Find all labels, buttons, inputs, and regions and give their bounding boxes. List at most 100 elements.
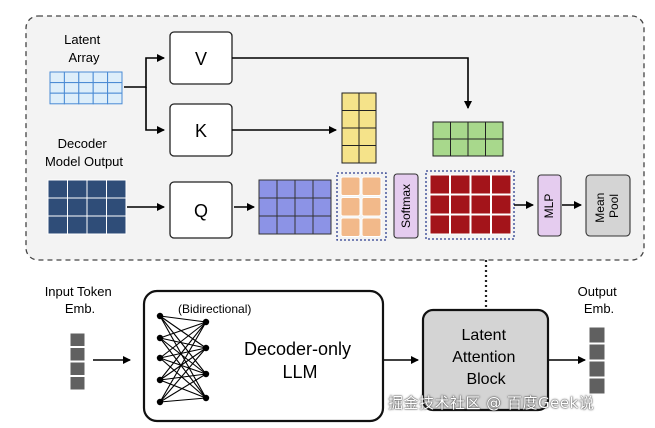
decoder-output-cell — [67, 215, 88, 235]
decoder-output-grid — [47, 179, 127, 235]
key-matrix-cell — [341, 110, 360, 129]
network-node — [202, 394, 210, 402]
attention-score-cell — [361, 217, 382, 237]
value-output-cell — [450, 121, 469, 140]
v-label: V — [195, 49, 207, 69]
decoder-output-label: Decoder Model Output — [45, 136, 123, 169]
latent-branch-line-k — [145, 87, 165, 134]
value-output-grid — [432, 121, 504, 157]
latent-array-cell — [49, 82, 65, 94]
latent-attention-block — [421, 308, 550, 412]
key-matrix-cell — [341, 92, 360, 111]
q-label: Q — [194, 201, 208, 221]
network-edge — [159, 357, 207, 399]
latent-array-cell — [63, 92, 80, 105]
attention-score-cell — [340, 197, 361, 217]
value-output-cell — [467, 121, 486, 140]
weighted-output-cell — [491, 214, 512, 235]
query-matrix-cell — [276, 179, 296, 199]
network-node — [156, 398, 164, 406]
network-edge — [159, 321, 207, 381]
decoder-output-cell — [47, 179, 68, 199]
network-edge — [159, 379, 207, 399]
key-matrix-cell — [358, 145, 377, 164]
decoder-output-cell — [47, 215, 68, 235]
input-token-label: Input Token Emb. — [45, 284, 116, 316]
latent-array-cell — [107, 71, 123, 84]
latent-array-cell — [107, 92, 123, 105]
k-label: K — [195, 121, 207, 141]
network-edge — [159, 337, 207, 399]
query-matrix-cell — [312, 215, 332, 235]
latent-array-cell — [49, 71, 65, 84]
query-matrix-cell — [312, 179, 332, 199]
latent-array-cell — [78, 82, 94, 94]
weighted-output-cell — [470, 194, 491, 215]
query-matrix-cell — [258, 179, 278, 199]
decoder-output-cell — [106, 179, 127, 199]
weighted-output-cell — [429, 214, 450, 235]
value-output-cell — [467, 138, 486, 157]
latent-array-cell — [107, 82, 123, 94]
decoder-output-cell — [67, 179, 88, 199]
input-token-vector — [69, 332, 86, 391]
decoder-output-cell — [67, 197, 88, 217]
attention-score-cell — [361, 197, 382, 217]
output-embedding-cell — [588, 377, 606, 395]
weighted-output-cell — [491, 174, 512, 195]
key-matrix-cell — [341, 145, 360, 164]
q-projection-box — [169, 181, 233, 239]
latent-array-cell — [92, 71, 109, 84]
network-edge — [159, 347, 207, 359]
network-edge — [159, 315, 207, 323]
network-edge — [159, 347, 207, 381]
value-output-cell — [485, 121, 504, 140]
mlp-label: MLP — [542, 194, 556, 219]
weighted-output-cell — [450, 174, 471, 195]
v-to-output-arrow — [232, 57, 472, 109]
value-output-cell — [432, 138, 451, 157]
latent-array-cell — [63, 82, 80, 94]
output-embedding-cell — [588, 360, 606, 378]
weighted-output-cell — [429, 174, 450, 195]
network-edge — [159, 315, 207, 399]
input-token-cell — [69, 347, 86, 362]
network-edge — [159, 321, 207, 403]
weighted-output-cell — [429, 194, 450, 215]
attention-score-cell — [361, 176, 382, 196]
network-node — [156, 376, 164, 384]
network-edge — [159, 373, 207, 403]
input-token-cell — [69, 361, 86, 376]
weighted-output-grid — [429, 174, 512, 235]
latent-array-cell — [92, 82, 109, 94]
output-embedding-cell — [588, 343, 606, 361]
network-edge — [159, 321, 207, 339]
network-edge — [159, 373, 207, 381]
mean-pool-box — [585, 174, 631, 237]
key-matrix-cell — [341, 127, 360, 146]
watermark-text: 掘金技术社区 @ 百度Geek说 — [388, 394, 595, 412]
mean-pool-label: Mean Pool — [593, 189, 621, 222]
output-emb-label: Output Emb. — [578, 284, 621, 316]
decoder-output-cell — [86, 197, 107, 217]
weighted-output-cell — [450, 194, 471, 215]
latent-array-cell — [92, 92, 109, 105]
bidirectional-network-icon — [156, 312, 210, 406]
latent-array-cell — [49, 92, 65, 105]
attention-score-border — [336, 172, 387, 241]
query-matrix-cell — [294, 179, 314, 199]
query-matrix-cell — [258, 197, 278, 217]
network-edge — [159, 357, 207, 375]
query-matrix-cell — [276, 215, 296, 235]
network-edge — [159, 315, 207, 349]
query-matrix-cell — [276, 197, 296, 217]
output-embedding-cell — [588, 326, 606, 344]
mlp-box — [537, 174, 562, 237]
weighted-output-cell — [470, 174, 491, 195]
input-token-cell — [69, 376, 86, 391]
decoder-output-cell — [106, 215, 127, 235]
latent-array-cell — [63, 71, 80, 84]
output-embedding-vector — [588, 326, 606, 395]
weighted-output-cell — [450, 214, 471, 235]
